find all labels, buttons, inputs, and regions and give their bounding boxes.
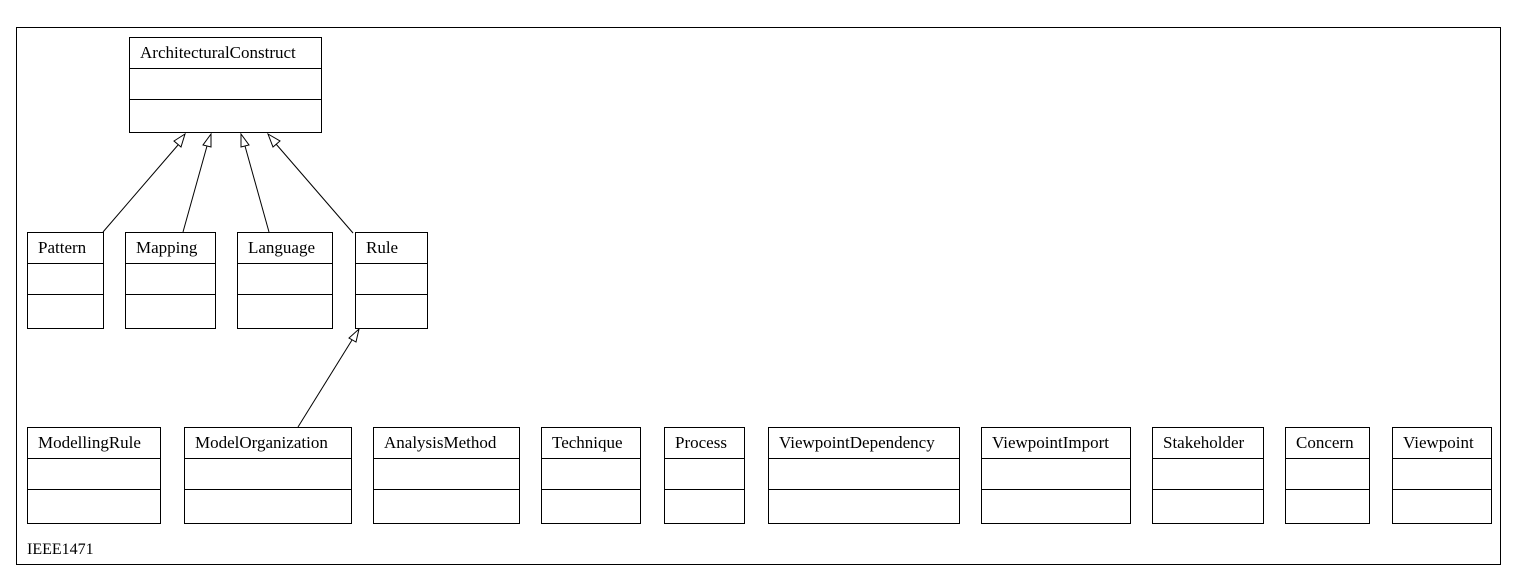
operations-compartment — [126, 295, 215, 325]
class-language: Language — [237, 232, 333, 329]
class-pattern: Pattern — [27, 232, 104, 329]
attributes-compartment — [356, 264, 427, 295]
operations-compartment — [185, 490, 351, 520]
attributes-compartment — [665, 459, 744, 490]
operations-compartment — [1286, 490, 1369, 520]
class-name: Pattern — [28, 233, 103, 264]
attributes-compartment — [374, 459, 519, 490]
package-frame — [16, 27, 1501, 565]
class-name: Language — [238, 233, 332, 264]
class-architecturalconstruct: ArchitecturalConstruct — [129, 37, 322, 133]
class-viewpointdependency: ViewpointDependency — [768, 427, 960, 524]
class-analysismethod: AnalysisMethod — [373, 427, 520, 524]
class-rule: Rule — [355, 232, 428, 329]
attributes-compartment — [1393, 459, 1491, 490]
attributes-compartment — [126, 264, 215, 295]
attributes-compartment — [28, 264, 103, 295]
link-mapping-to-architecturalconstruct — [182, 145, 208, 233]
attributes-compartment — [28, 459, 160, 490]
attributes-compartment — [982, 459, 1130, 490]
class-modellingrule: ModellingRule — [27, 427, 161, 524]
class-name: ViewpointImport — [982, 428, 1130, 459]
link-rule-to-architecturalconstruct — [275, 143, 354, 234]
operations-compartment — [28, 490, 160, 520]
class-name: ModelOrganization — [185, 428, 351, 459]
attributes-compartment — [1153, 459, 1263, 490]
class-name: Process — [665, 428, 744, 459]
class-mapping: Mapping — [125, 232, 216, 329]
class-name: Concern — [1286, 428, 1369, 459]
attributes-compartment — [769, 459, 959, 490]
operations-compartment — [769, 490, 959, 520]
class-viewpointimport: ViewpointImport — [981, 427, 1131, 524]
package-name: IEEE1471 — [27, 541, 94, 558]
operations-compartment — [542, 490, 640, 520]
class-name: ArchitecturalConstruct — [130, 38, 321, 69]
link-language-to-architecturalconstruct — [244, 145, 270, 233]
class-name: Rule — [356, 233, 427, 264]
inheritance-arrowhead-rule — [267, 132, 281, 148]
class-stakeholder: Stakeholder — [1152, 427, 1264, 524]
inheritance-arrowhead-pattern — [173, 132, 186, 148]
operations-compartment — [28, 295, 103, 325]
class-name: Technique — [542, 428, 640, 459]
operations-compartment — [374, 490, 519, 520]
inheritance-arrowhead-language — [240, 132, 250, 148]
class-name: ModellingRule — [28, 428, 160, 459]
class-concern: Concern — [1285, 427, 1370, 524]
class-name: AnalysisMethod — [374, 428, 519, 459]
operations-compartment — [356, 295, 427, 325]
operations-compartment — [665, 490, 744, 520]
class-modelorganization: ModelOrganization — [184, 427, 352, 524]
attributes-compartment — [130, 69, 321, 100]
attributes-compartment — [1286, 459, 1369, 490]
class-name: Mapping — [126, 233, 215, 264]
link-modelorganization-to-rule — [297, 339, 353, 428]
class-name: Stakeholder — [1153, 428, 1263, 459]
class-name: ViewpointDependency — [769, 428, 959, 459]
class-name: Viewpoint — [1393, 428, 1491, 459]
operations-compartment — [982, 490, 1130, 520]
attributes-compartment — [185, 459, 351, 490]
inheritance-arrowhead-mapping — [202, 132, 212, 148]
operations-compartment — [1393, 490, 1491, 520]
operations-compartment — [1153, 490, 1263, 520]
class-technique: Technique — [541, 427, 641, 524]
attributes-compartment — [238, 264, 332, 295]
class-process: Process — [664, 427, 745, 524]
attributes-compartment — [542, 459, 640, 490]
link-pattern-to-architecturalconstruct — [102, 144, 179, 233]
operations-compartment — [130, 100, 321, 130]
class-viewpoint: Viewpoint — [1392, 427, 1492, 524]
operations-compartment — [238, 295, 332, 325]
inheritance-arrowhead-modelorganization — [348, 327, 360, 343]
